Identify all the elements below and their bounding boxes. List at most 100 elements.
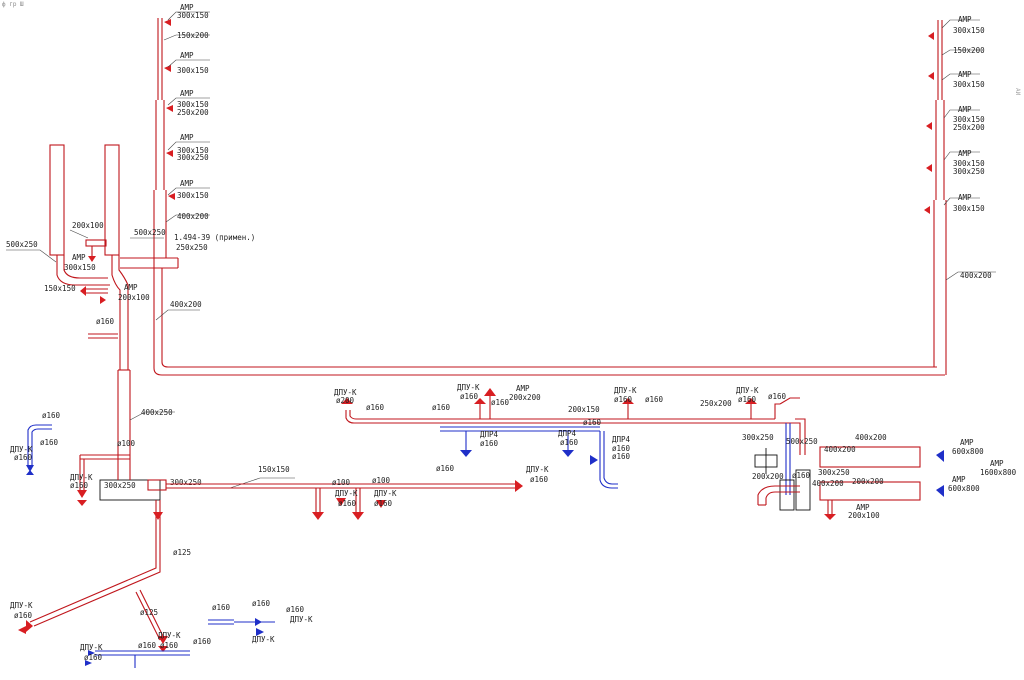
label: 400x250 (141, 408, 173, 417)
label: ДПУ-К (10, 601, 33, 610)
label: ø160 (193, 637, 212, 646)
label: ø160 (366, 403, 385, 412)
label: ø160 (530, 475, 549, 484)
label: АМР (990, 459, 1004, 468)
horizontal-branch (166, 480, 523, 520)
label: 400x200 (170, 300, 202, 309)
label: АМР (952, 475, 966, 484)
label: ø160 (138, 641, 157, 650)
label: ДПУ-К (252, 635, 275, 644)
label: 300x250 (170, 478, 202, 487)
label: ДПУ-К (158, 631, 181, 640)
label: ДПУ-К (526, 465, 549, 474)
label: 300x150 (177, 11, 209, 20)
label: АМР (124, 283, 138, 292)
label: 300x250 (818, 468, 850, 477)
corner-text: ф гр Ш (2, 1, 24, 8)
label: 250x200 (700, 399, 732, 408)
label: ø160 (612, 444, 631, 453)
label: 300x250 (104, 481, 136, 490)
label: 300x150 (953, 26, 985, 35)
label: ø200 (336, 396, 355, 405)
label: АМР (72, 253, 86, 262)
label: 400x200 (824, 445, 856, 454)
label: 400x200 (177, 212, 209, 221)
label: 200x100 (72, 221, 104, 230)
label: ДПУ-К (80, 643, 103, 652)
label: ДПУ-К (334, 388, 357, 397)
label: 600x800 (948, 484, 980, 493)
label: АМР (180, 3, 194, 12)
label: АМР (516, 384, 530, 393)
label: АМР (180, 179, 194, 188)
label: ø160 (14, 453, 33, 462)
label: 300x150 (953, 159, 985, 168)
label: 150x150 (44, 284, 76, 293)
label: ДПУ-К (736, 386, 759, 395)
label: ø160 (374, 499, 393, 508)
label: 300x250 (177, 153, 209, 162)
label: 200x200 (852, 477, 884, 486)
middle-branch-labels: ДПУ-К ø200 ø160 ø160 ДПУ-К ø160 ø160 АМР… (334, 383, 787, 461)
equipment-cluster (754, 446, 944, 520)
label: 250x250 (176, 243, 208, 252)
label: ø160 (84, 653, 103, 662)
label: ДПР4 (612, 435, 631, 444)
label: АМР (958, 15, 972, 24)
label: ø160 (160, 641, 179, 650)
label: АМР (180, 89, 194, 98)
label: ø160 (460, 392, 479, 401)
label: 150x200 (177, 31, 209, 40)
right-riser (924, 19, 996, 375)
equipment-labels: 300x250 500x250 400x200 400x200 ø160 300… (742, 433, 1017, 520)
label: ø160 (432, 403, 451, 412)
label: АМР (958, 193, 972, 202)
label: 1.494-39 (примен.) (174, 233, 255, 242)
label: ø100 (372, 476, 391, 485)
label: 300x150 (953, 204, 985, 213)
label: 200x200 (752, 472, 784, 481)
label: 300x150 (953, 80, 985, 89)
label: ø160 (792, 471, 811, 480)
label: ø160 (480, 439, 499, 448)
label: 500x250 (134, 228, 166, 237)
label: 150x200 (953, 46, 985, 55)
label: ДПУ-К (614, 386, 637, 395)
label: ø125 (173, 548, 191, 557)
label: ø160 (612, 452, 631, 461)
label: ø160 (42, 411, 61, 420)
label: 1600x800 (980, 468, 1017, 477)
side-mark: АИ (1014, 88, 1021, 96)
label: АМР (958, 70, 972, 79)
label: ø160 (14, 611, 33, 620)
label: 250x200 (177, 108, 209, 117)
label: ø160 (96, 317, 115, 326)
label: 150x150 (258, 465, 290, 474)
label: АМР (958, 105, 972, 114)
left-shafts (49, 144, 945, 455)
label: АМР (856, 503, 870, 512)
label: 300x250 (953, 167, 985, 176)
label: ø100 (332, 478, 351, 487)
label: АМР (180, 51, 194, 60)
label: 300x150 (177, 146, 209, 155)
left-block-labels: 200x100 500x250 1.494-39 (примен.) 250x2… (6, 221, 255, 326)
label: ДПР4 (558, 429, 577, 438)
label: 200x200 (509, 393, 541, 402)
label: ДПУ-К (290, 615, 313, 624)
label: 300x150 (64, 263, 96, 272)
label: 300x150 (177, 100, 209, 109)
label: ø160 (583, 418, 602, 427)
label: ø160 (560, 438, 579, 447)
label: 300x150 (177, 191, 209, 200)
label: 400x200 (960, 271, 992, 280)
label: 300x250 (742, 433, 774, 442)
label: ø100 (117, 439, 136, 448)
label: 200x100 (118, 293, 150, 302)
label: ø160 (738, 395, 757, 404)
lower-left-junction: 400x250 ø100 (18, 408, 275, 668)
label: ДПУ-К (10, 445, 33, 454)
label: ø160 (436, 464, 455, 473)
label: ø125 (140, 608, 158, 617)
